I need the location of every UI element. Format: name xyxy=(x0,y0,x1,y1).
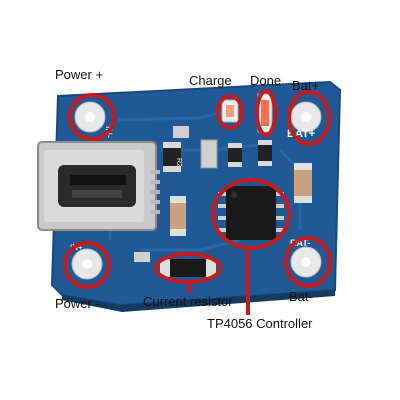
tp4056-chip xyxy=(218,186,284,240)
label-bat-plus: Bat+ xyxy=(292,78,320,93)
highlight-power-plus xyxy=(68,93,116,141)
label-current-resistor: Current resistor xyxy=(143,294,233,309)
silkscreen-bat-minus: BAT- xyxy=(290,238,310,248)
smd-component xyxy=(258,140,272,166)
label-tp4056-controller: TP4056 Controller xyxy=(207,316,313,331)
pcb-board-shade xyxy=(62,290,335,312)
highlight-tp4056 xyxy=(211,178,291,250)
charge-led xyxy=(221,99,239,123)
smd-capacitor xyxy=(294,163,312,203)
label-power-minus: Power - xyxy=(55,296,100,311)
silkscreen-r2: R2 xyxy=(175,158,182,167)
highlight-power-minus xyxy=(63,241,111,289)
highlight-charge-led xyxy=(216,94,244,130)
smd-component xyxy=(200,139,218,169)
label-power-plus: Power + xyxy=(55,67,104,82)
current-resistor-component xyxy=(160,259,216,277)
smd-resistor xyxy=(163,142,181,172)
smd-component xyxy=(173,126,189,138)
smd-capacitor xyxy=(170,196,186,236)
label-done: Done xyxy=(250,73,282,88)
pad-power-plus xyxy=(74,101,106,133)
label-bat-minus: Bat- xyxy=(289,289,313,304)
highlight-done-led xyxy=(255,89,277,137)
label-charge: Charge xyxy=(189,73,232,88)
highlight-bat-plus xyxy=(287,90,331,146)
pad-bat-minus xyxy=(290,246,322,278)
mini-usb-connector xyxy=(37,141,160,231)
pad-power-minus xyxy=(71,248,103,280)
smd-component xyxy=(134,252,150,262)
highlight-bat-minus xyxy=(284,236,332,288)
smd-component xyxy=(228,143,242,167)
